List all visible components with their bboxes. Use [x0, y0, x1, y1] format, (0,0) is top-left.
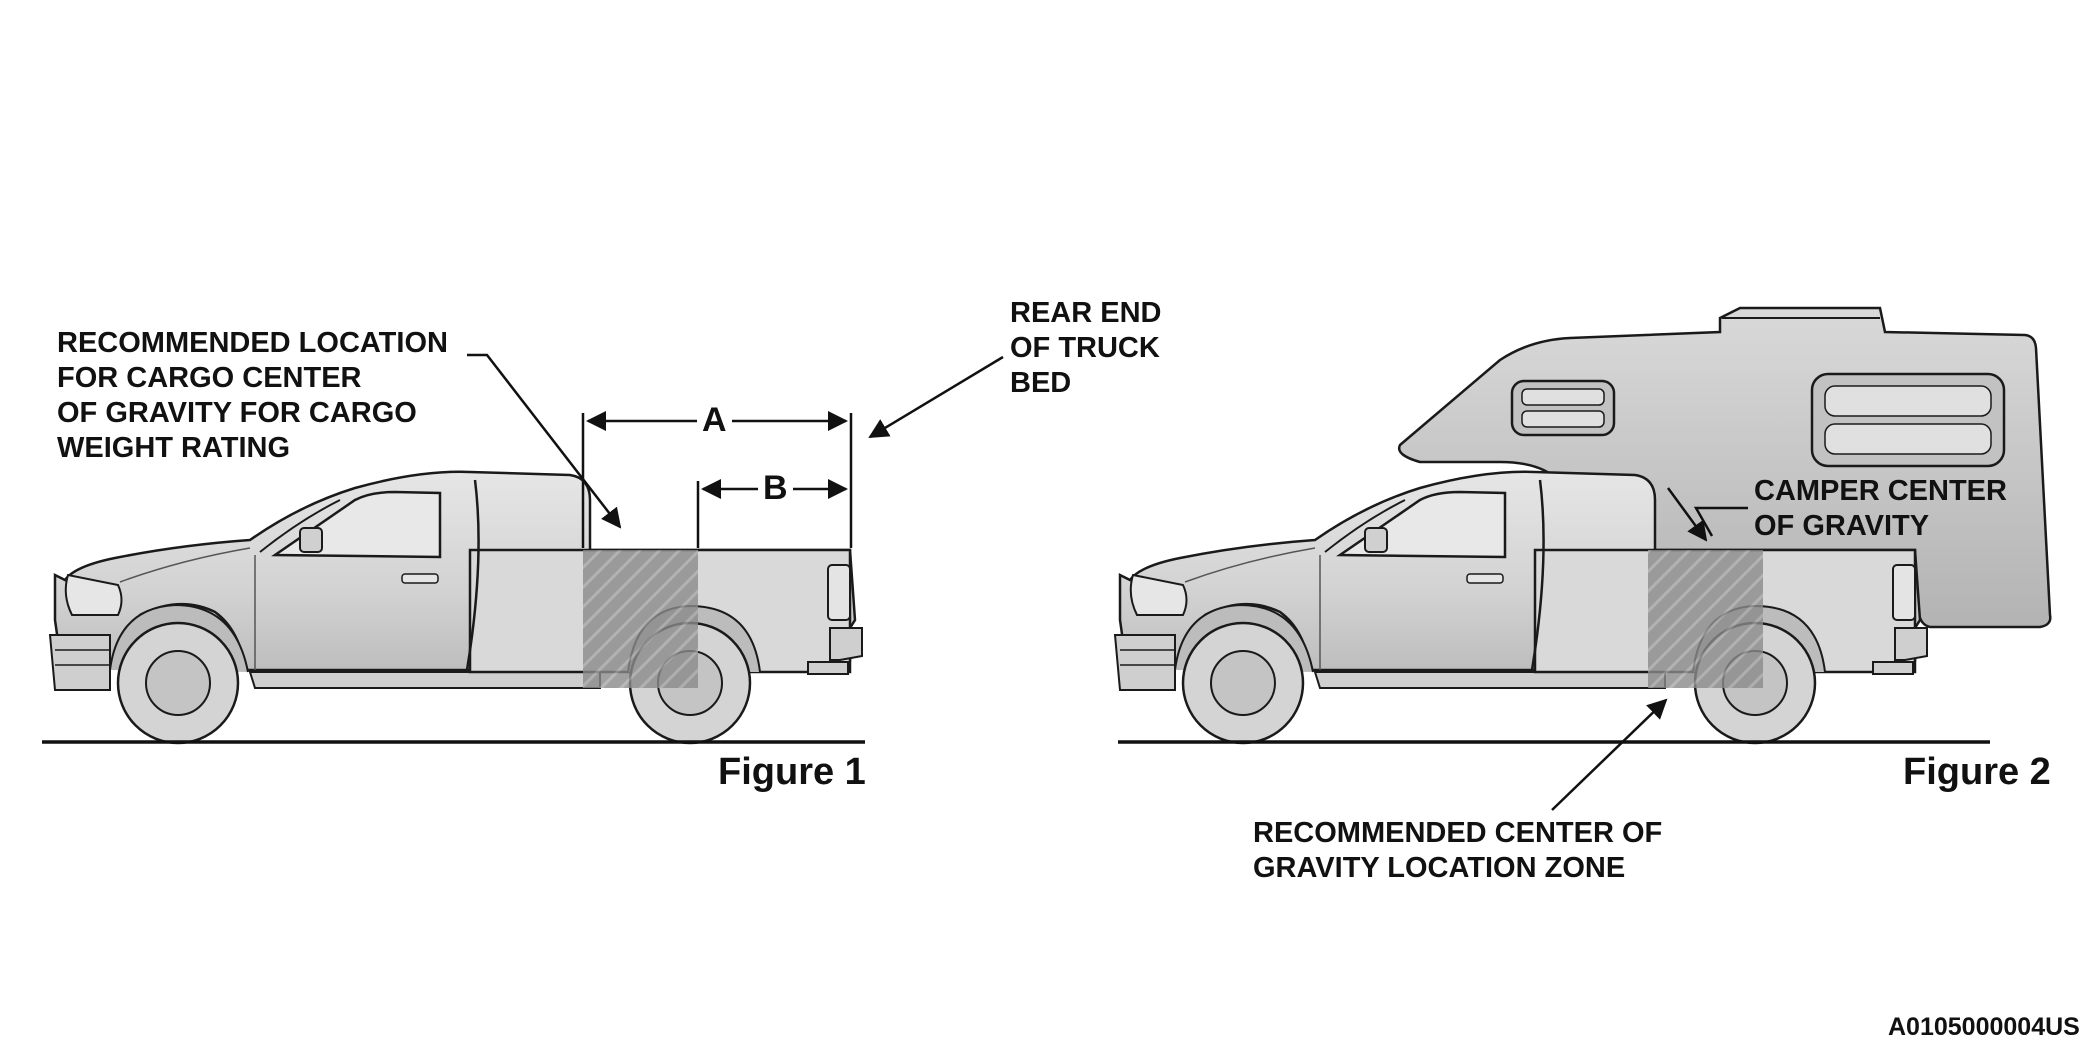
zone-label-line: RECOMMENDED CENTER OF [1253, 817, 1663, 849]
cargo-cog-label: RECOMMENDED LOCATION FOR CARGO CENTER OF… [57, 326, 448, 466]
zone-leader-line [1551, 698, 1668, 811]
zone-label: RECOMMENDED CENTER OF GRAVITY LOCATION Z… [1253, 816, 1662, 886]
image-code: A0105000004US [1888, 1013, 2080, 1041]
cargo-cog-label-line: WEIGHT RATING [57, 432, 291, 464]
camper-cog-label-line: CAMPER CENTER [1754, 475, 2007, 507]
rear-end-label-line: REAR END [1010, 297, 1162, 329]
cargo-cog-label-line: RECOMMENDED LOCATION [57, 327, 448, 359]
zone-label-line: GRAVITY LOCATION ZONE [1253, 852, 1626, 884]
dimension-b-label: B [758, 469, 793, 507]
dimension-a-label: A [697, 401, 732, 439]
cargo-cog-label-line: OF GRAVITY FOR CARGO [57, 397, 417, 429]
cargo-leader-line [467, 353, 622, 529]
figure-1-truck [48, 470, 864, 745]
figure-2-truck [1113, 470, 1929, 745]
cargo-cog-label-line: FOR CARGO CENTER [57, 362, 362, 394]
rear-end-label-line: BED [1010, 367, 1072, 399]
recommended-cog-zone [1648, 550, 1763, 688]
figure-1-caption: Figure 1 [718, 751, 866, 793]
figure-2-caption: Figure 2 [1903, 751, 2051, 793]
rear-end-label: REAR END OF TRUCK BED [1010, 296, 1161, 401]
camper-cog-label: CAMPER CENTER OF GRAVITY [1754, 474, 2007, 544]
rear-end-leader-line [868, 355, 1004, 439]
camper-cog-label-line: OF GRAVITY [1754, 510, 1930, 542]
cargo-cog-zone [583, 550, 698, 688]
rear-end-label-line: OF TRUCK [1010, 332, 1160, 364]
